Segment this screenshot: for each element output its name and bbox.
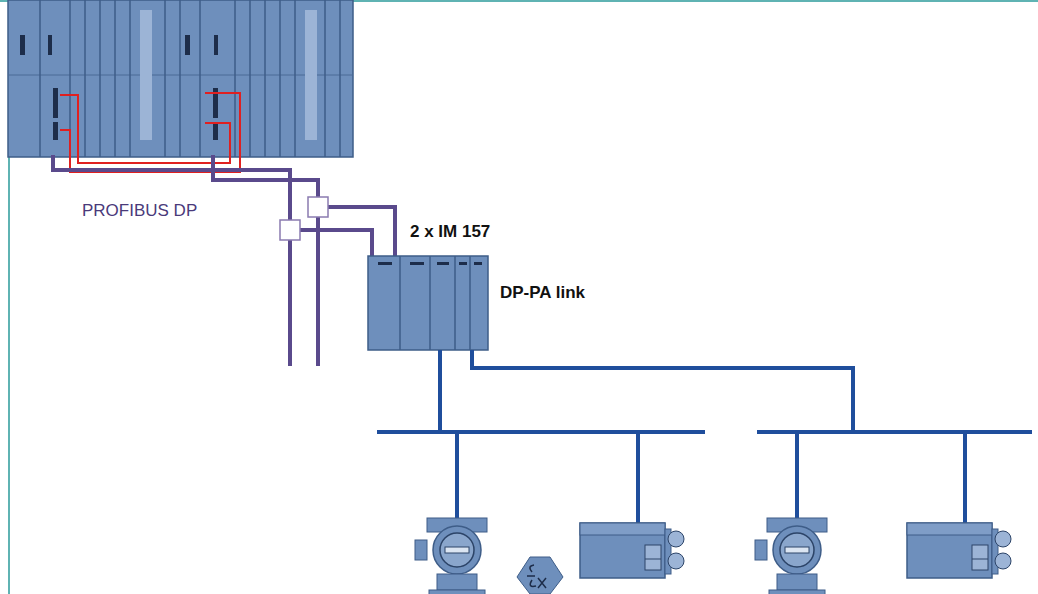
dp-pa-rack bbox=[368, 256, 488, 350]
pressure-transmitter bbox=[415, 518, 487, 594]
valve-positioner bbox=[907, 523, 1011, 578]
valve-positioner bbox=[580, 523, 684, 578]
profibus-line bbox=[53, 155, 395, 366]
plc-rack bbox=[8, 0, 353, 157]
frame-line bbox=[8, 157, 10, 594]
module-count: 2 x IM 157 bbox=[410, 222, 490, 242]
ex-symbol bbox=[517, 557, 563, 594]
bus-connector bbox=[280, 220, 300, 240]
dp-pa-link-node: 2 x IM 157DP-PA link bbox=[368, 222, 648, 350]
bus-name: PROFIBUS DP bbox=[80, 201, 199, 221]
pressure-transmitter bbox=[755, 518, 827, 594]
pa-line bbox=[377, 350, 1032, 525]
bus-connector bbox=[308, 197, 328, 217]
device-name: DP-PA link bbox=[500, 283, 585, 303]
